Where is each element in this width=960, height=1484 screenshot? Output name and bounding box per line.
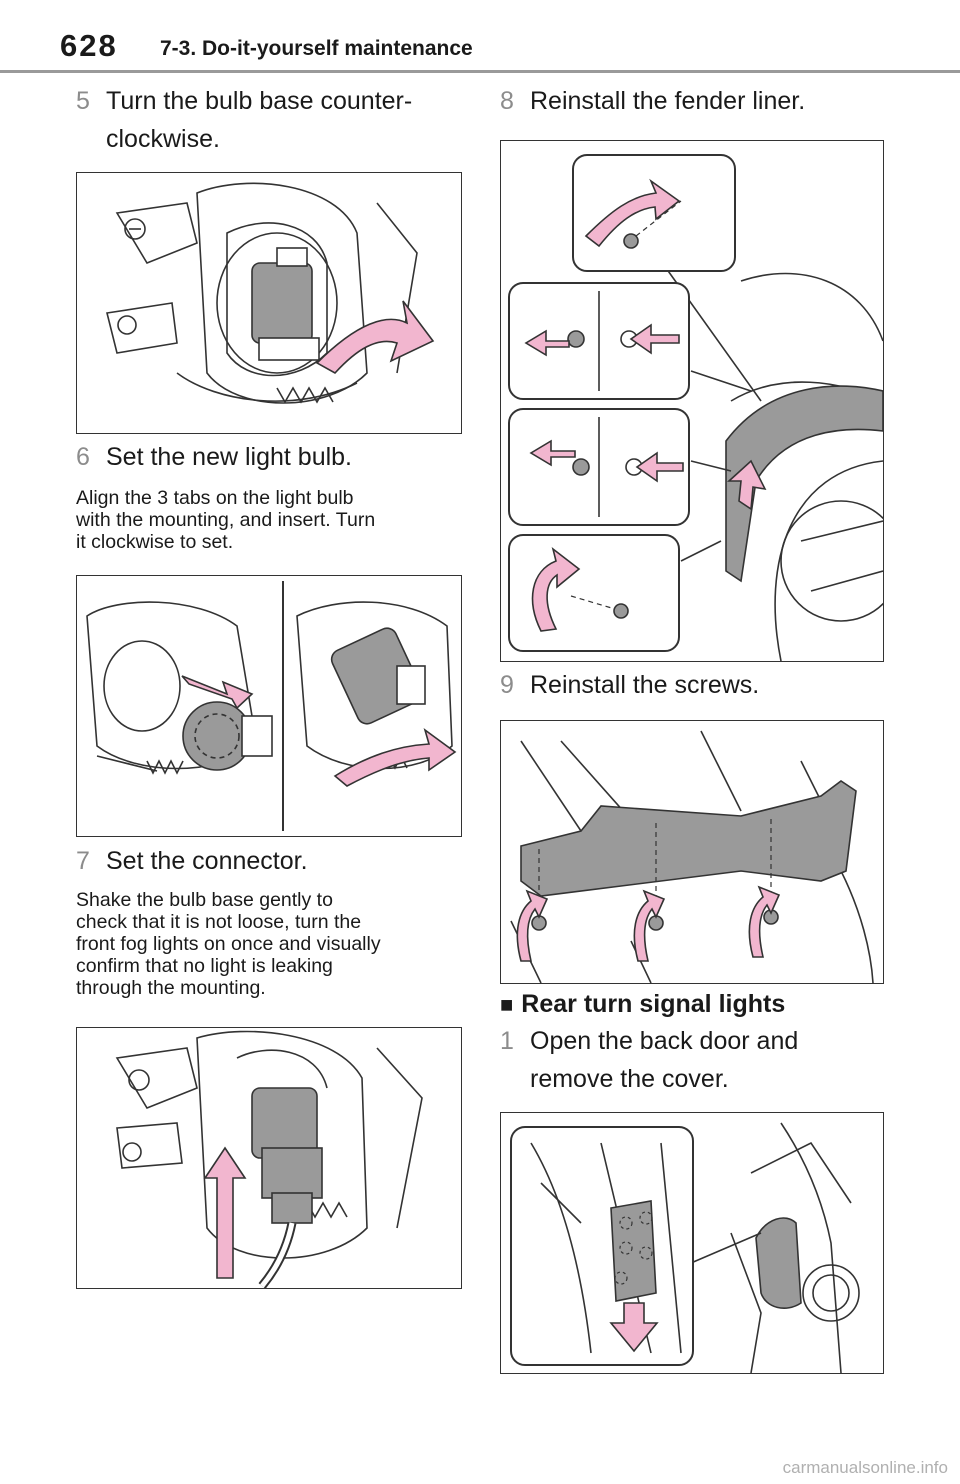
step-text-line2: remove the cover. [530,1065,729,1093]
note-line: front fog lights on once and visually [76,933,381,955]
step-number: 6 [76,443,90,471]
figure-set-connector [76,1027,462,1289]
step-text-line2: clockwise. [106,125,220,153]
step-6-note: Align the 3 tabs on the light bulb with … [76,487,466,553]
step-number: 1 [500,1027,514,1055]
step-number: 5 [76,87,90,115]
header-rule [0,70,960,73]
step-text-line1: Open the back door and [530,1027,799,1055]
watermark: carmanualsonline.info [782,1458,948,1477]
note-line: through the mounting. [76,977,266,999]
note-line: it clockwise to set. [76,531,234,553]
page-number: 628 [60,28,118,63]
rear-step-1: 1 Open the back door and remove the cover… [500,1022,900,1098]
step-text: Set the new light bulb. [106,443,352,471]
note-line: check that it is not loose, turn the [76,911,362,933]
figure-bulb-counterclockwise [76,172,462,434]
section-title: 7-3. Do-it-yourself maintenance [160,37,473,60]
note-line: confirm that no light is leaking [76,955,333,977]
step-number: 7 [76,847,90,875]
square-bullet-icon: ■ [500,992,514,1017]
note-line: Shake the bulb base gently to [76,889,333,911]
figure-back-door-cover [500,1112,884,1374]
page-header: 628 7-3. Do-it-yourself maintenance [0,0,960,80]
step-text: Set the connector. [106,847,308,875]
step-number: 9 [500,671,514,699]
step-7: 7 Set the connector. [76,842,466,880]
note-line: Align the 3 tabs on the light bulb [76,487,354,509]
step-7-note: Shake the bulb base gently to check that… [76,889,466,999]
step-text-line1: Turn the bulb base counter- [106,87,413,115]
figure-set-new-bulb [76,575,462,837]
subhead-text: Rear turn signal lights [521,990,786,1018]
step-text: Reinstall the screws. [530,671,760,699]
step-8: 8 Reinstall the fender liner. [500,82,900,120]
step-9: 9 Reinstall the screws. [500,666,900,704]
figure-fender-liner [500,140,884,662]
note-line: with the mounting, and insert. Turn [76,509,376,531]
step-6: 6 Set the new light bulb. [76,438,466,476]
step-text: Reinstall the fender liner. [530,87,806,115]
step-5: 5 Turn the bulb base counter- clockwise. [76,82,466,158]
figure-reinstall-screws [500,720,884,984]
rear-turn-signal-heading: ■ Rear turn signal lights [500,990,785,1019]
step-number: 8 [500,87,514,115]
